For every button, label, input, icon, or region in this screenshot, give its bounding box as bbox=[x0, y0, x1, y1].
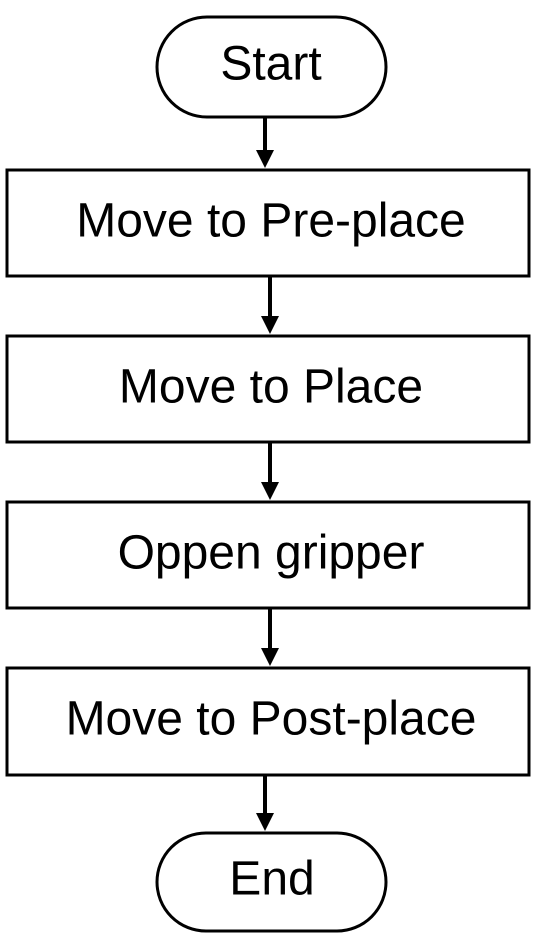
process-shape bbox=[5, 334, 531, 444]
edge-gripper-to-postplace bbox=[261, 608, 279, 666]
node-label: Start bbox=[220, 38, 321, 91]
node-end: End bbox=[155, 831, 388, 933]
node-label: Oppen gripper bbox=[118, 527, 425, 580]
node-place: Move to Place bbox=[5, 334, 531, 444]
terminator-shape bbox=[155, 15, 388, 119]
flowchart-edges bbox=[256, 117, 279, 831]
process-shape bbox=[5, 666, 531, 777]
node-label: Move to Post-place bbox=[66, 693, 477, 746]
edge-postplace-to-end bbox=[256, 775, 274, 831]
edge-start-to-preplace bbox=[256, 117, 274, 168]
node-preplace: Move to Pre-place bbox=[5, 168, 531, 278]
node-postplace: Move to Post-place bbox=[5, 666, 531, 777]
node-label: End bbox=[229, 853, 314, 906]
node-label: Move to Place bbox=[119, 361, 423, 414]
edge-place-to-gripper bbox=[261, 442, 279, 500]
node-gripper: Oppen gripper bbox=[5, 500, 531, 610]
process-shape bbox=[5, 168, 531, 278]
node-label: Move to Pre-place bbox=[76, 195, 466, 248]
edge-preplace-to-place bbox=[261, 276, 279, 334]
terminator-shape bbox=[155, 831, 388, 933]
node-start: Start bbox=[155, 15, 388, 119]
process-shape bbox=[5, 500, 531, 610]
